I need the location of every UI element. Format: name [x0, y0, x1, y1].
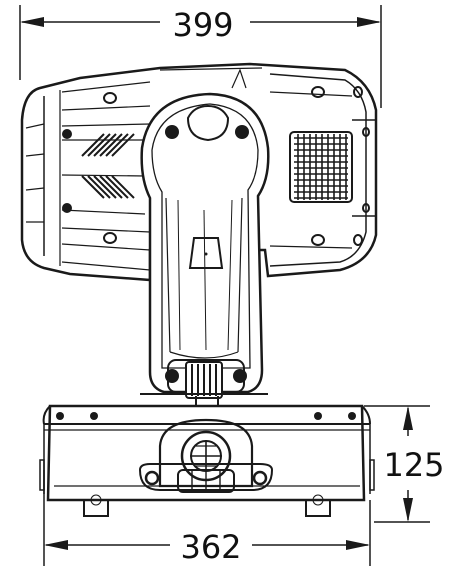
- arrowhead-up: [403, 406, 413, 430]
- left-vent-lower: [81, 175, 135, 199]
- arrowhead-down: [403, 498, 413, 522]
- fixture-base: [39, 404, 375, 517]
- base-width-dimension: 362: [43, 470, 371, 566]
- overall-width-dimension: 399: [19, 5, 382, 108]
- base-height-dimension: 125: [364, 405, 445, 523]
- moving-head-body: [20, 62, 378, 282]
- base-height-label: 125: [383, 446, 444, 484]
- right-grille-hatch: [294, 134, 348, 200]
- arrowhead-left: [20, 17, 44, 27]
- arrowhead-right: [346, 540, 370, 550]
- arrowhead-left: [44, 540, 68, 550]
- base-width-label: 362: [180, 528, 241, 566]
- yoke-arm: [140, 92, 270, 407]
- left-vent-upper: [81, 133, 135, 157]
- overall-width-label: 399: [172, 6, 233, 44]
- arrowhead-right: [357, 17, 381, 27]
